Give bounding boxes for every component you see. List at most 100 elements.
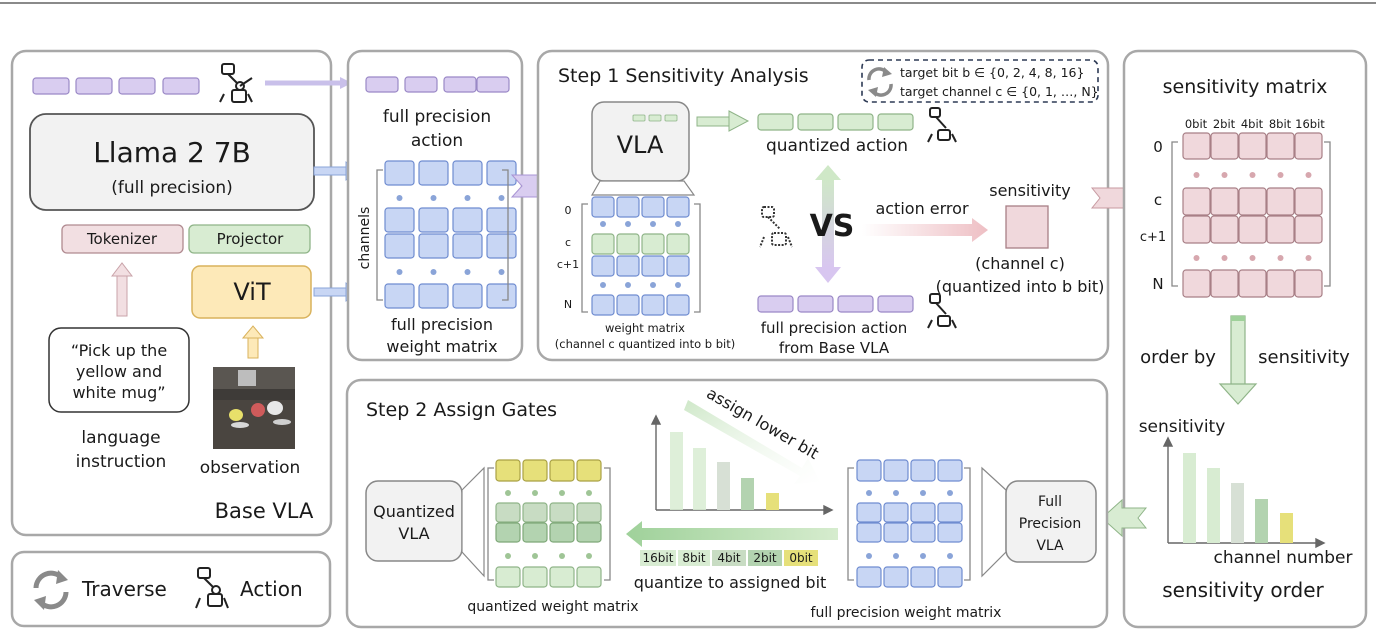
sens-col-0: 0bit <box>1185 117 1208 131</box>
matrix-cell <box>1266 132 1295 160</box>
quantize-assigned-label: quantize to assigned bit <box>634 573 827 592</box>
fp-matrix <box>376 160 517 309</box>
traverse-icon <box>33 570 69 610</box>
matrix-cell <box>418 233 449 259</box>
matrix-cell <box>1238 215 1267 244</box>
matrix-bracket <box>376 169 383 301</box>
matrix-cell <box>549 502 575 523</box>
quantized-vla-label-1: Quantized <box>373 502 455 521</box>
bit-tag-2: 2bit <box>753 551 777 565</box>
sens-order-bars <box>1183 453 1293 543</box>
matrix-dot <box>1305 255 1312 261</box>
matrix-cell <box>1182 215 1211 244</box>
robot-arm-icon <box>927 293 957 329</box>
matrix-cell <box>641 255 665 277</box>
matrix-cell <box>641 233 665 255</box>
matrix-cell <box>910 459 936 482</box>
matrix-cell <box>576 522 602 543</box>
sens-row-n: N <box>1152 275 1163 293</box>
full-vla-label-2: Precision <box>1019 516 1081 532</box>
robot-arm-icon <box>759 206 793 248</box>
matrix-bracket <box>1171 141 1178 287</box>
vit-box <box>191 265 312 319</box>
matrix-cell <box>522 502 548 523</box>
robot-arm-icon <box>219 63 253 103</box>
fp-matrix-label-2: weight matrix <box>386 337 497 356</box>
matrix-cell <box>666 255 690 277</box>
matrix-dot <box>675 282 681 288</box>
matrix-dot <box>430 195 437 201</box>
target-bit-text: target bit b ∈ {0, 2, 4, 8, 16} <box>900 65 1084 80</box>
matrix-dot <box>498 269 505 275</box>
step1-row-n: N <box>564 298 572 311</box>
matrix-cell <box>1294 132 1323 160</box>
matrix-cell <box>666 294 690 316</box>
matrix-cell <box>384 160 415 186</box>
bit-tag-16: 16bit <box>643 551 674 565</box>
fp-action-label-1: full precision <box>383 107 491 127</box>
matrix-dot <box>625 221 631 227</box>
matrix-dot <box>625 282 631 288</box>
matrix-cell <box>1266 215 1295 244</box>
matrix-cell <box>591 196 615 218</box>
arrow-to-step2 <box>1101 498 1148 538</box>
matrix-dot <box>947 553 953 559</box>
matrix-dot <box>464 269 471 275</box>
matrix-cell <box>666 233 690 255</box>
matrix-dot <box>396 269 403 275</box>
robot-arm-icon <box>927 107 957 143</box>
legend-action-label: Action <box>240 577 303 601</box>
fp-action-tokens <box>365 76 510 93</box>
robot-arm-icon <box>195 567 229 609</box>
step1-row-c1: c+1 <box>557 258 579 271</box>
matrix-cell <box>616 294 640 316</box>
quantized-vla-box <box>365 480 463 562</box>
bit-tag-8: 8bit <box>682 551 706 565</box>
matrix-cell <box>418 207 449 233</box>
matrix-cell <box>910 502 936 523</box>
matrix-dot <box>559 490 565 496</box>
matrix-cell <box>576 566 602 588</box>
legend-panel <box>10 550 332 628</box>
matrix-cell <box>1238 187 1267 216</box>
matrix-dot <box>396 195 403 201</box>
llama-subtitle: (full precision) <box>111 178 233 198</box>
projector-label: Projector <box>217 230 284 248</box>
observation-image <box>213 367 295 449</box>
vla-label: VLA <box>617 131 664 159</box>
action-error-arrow <box>862 218 988 242</box>
matrix-cell <box>883 459 909 482</box>
fp-matrix-label-1: full precision <box>391 315 493 334</box>
quantize-arrow <box>626 521 838 547</box>
tokenizer-label: Tokenizer <box>86 230 158 248</box>
matrix-cell <box>1294 269 1323 298</box>
matrix-cell <box>937 459 963 482</box>
matrix-cell <box>1210 132 1239 160</box>
matrix-dot <box>1221 172 1228 178</box>
matrix-cell <box>384 283 415 309</box>
matrix-cell <box>486 160 517 186</box>
channels-label: channels <box>357 207 373 270</box>
vit-label: ViT <box>233 278 271 306</box>
matrix-cell <box>616 255 640 277</box>
bit-tags <box>640 550 818 566</box>
matrix-cell <box>1266 187 1295 216</box>
fp-matrix-step2 <box>847 459 971 588</box>
matrix-dot <box>675 221 681 227</box>
fp-action-label-2: action <box>411 131 463 151</box>
assign-bars <box>670 432 779 510</box>
matrix-dot <box>893 553 899 559</box>
matrix-cell <box>1182 187 1211 216</box>
bit-tag-0: 0bit <box>789 551 813 565</box>
tokenizer-box <box>61 224 184 254</box>
matrix-bracket <box>581 203 588 313</box>
matrix-cell <box>549 566 575 588</box>
matrix-cell <box>452 233 483 259</box>
fp-action-base-1: full precision action <box>761 319 908 337</box>
full-vla-box <box>1005 480 1097 563</box>
instruction-bubble <box>48 327 190 413</box>
step1-title: Step 1 Sensitivity Analysis <box>558 65 809 87</box>
matrix-cell <box>1210 215 1239 244</box>
matrix-cell <box>641 294 665 316</box>
